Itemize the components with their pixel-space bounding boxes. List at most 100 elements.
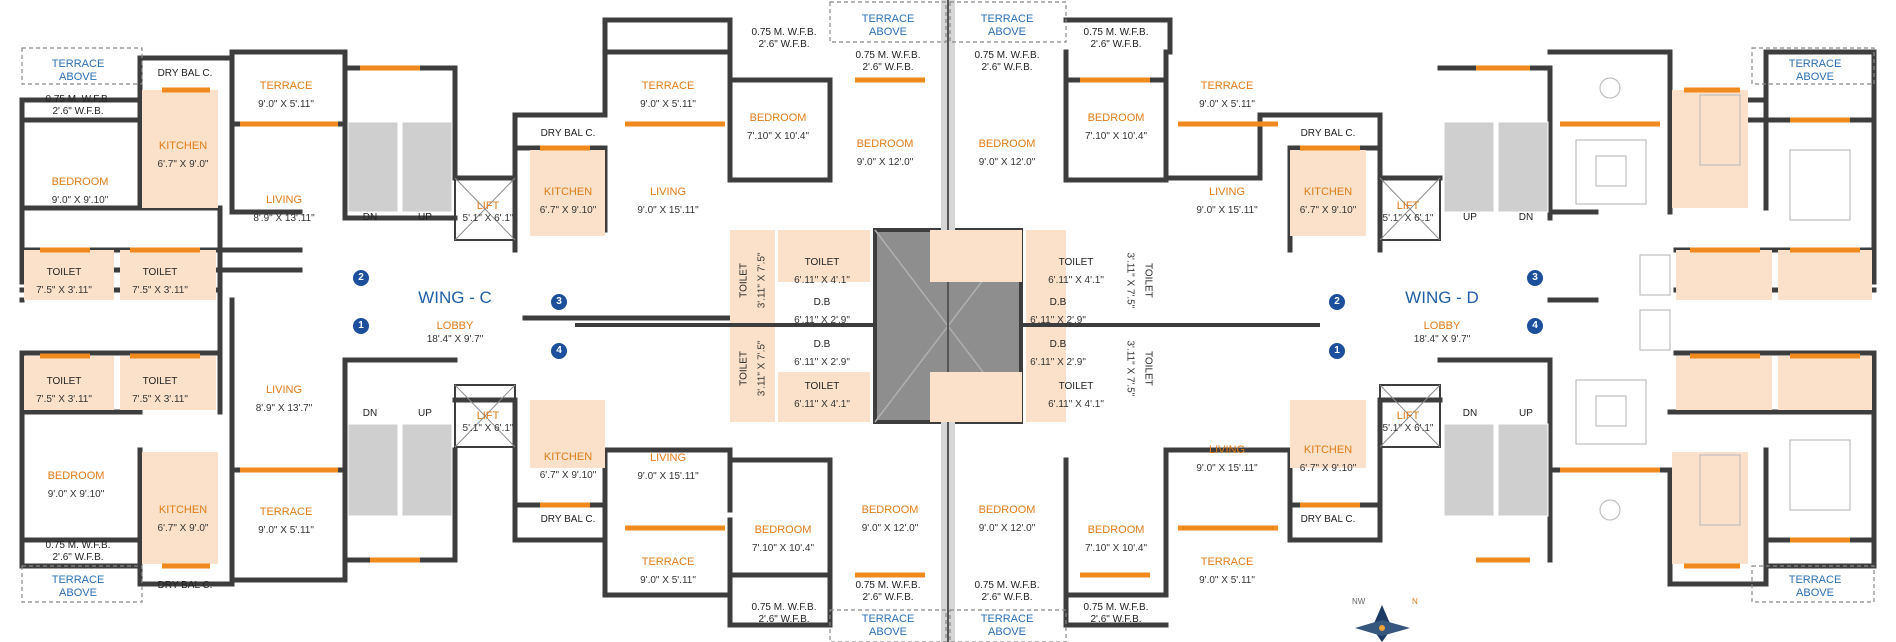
lift-d-lower-name: LIFT (1396, 410, 1420, 422)
central-shaft (873, 0, 1023, 642)
dry-bal-5: DRY BAL C. (1300, 128, 1356, 139)
svg-text:N: N (1412, 597, 1418, 606)
lobby-d-name: LOBBY (1423, 320, 1461, 332)
svg-text:NW: NW (1352, 597, 1366, 606)
stair-d-lower-up: UP (1519, 408, 1533, 419)
furniture-sketch (1575, 77, 1851, 526)
lift-box-c-lower (454, 384, 516, 448)
lift-d-lower-dim: 5'.1" X 6'.1" (1382, 423, 1434, 434)
lift-c-upper-name: LIFT (476, 200, 500, 212)
stair-c-upper-up: UP (418, 212, 432, 223)
lift-box-d-lower (1379, 384, 1441, 448)
stair-c-lower-dn: DN (362, 408, 378, 419)
wing-d-label: WING - D (1405, 288, 1479, 307)
stair-c-upper (347, 121, 453, 213)
lift-box-c-upper (454, 177, 516, 241)
windows-d (1080, 65, 1860, 578)
wfb-label-4: 0.75 M. W.F.B.2'.6" W.F.B. (855, 50, 921, 73)
wing-d-block (1063, 17, 1877, 628)
lift-d-upper-name: LIFT (1396, 200, 1420, 212)
compass-icon: NW N (1352, 597, 1418, 642)
wfb-label-6: 0.75 M. W.F.B.2'.6" W.F.B. (1083, 27, 1149, 50)
wfb-label-3: 0.75 M. W.F.B.2'.6" W.F.B. (751, 27, 817, 50)
lobby-d-number-1: 1 (1329, 343, 1345, 359)
stair-d-lower-dn: DN (1462, 408, 1478, 419)
dry-bal-6: DRY BAL C. (1300, 514, 1356, 525)
dry-bal-1: DRY BAL C. (157, 68, 213, 79)
stair-d-upper-up: UP (1463, 212, 1477, 223)
dry-bal-3: DRY BAL C. (540, 128, 596, 139)
stair-c-lower (347, 423, 453, 517)
wfb-label-2: 0.75 M. W.F.B.2'.6" W.F.B. (45, 540, 111, 563)
wfb-label-1: 0.75 M. W.F.B.2'.6" W.F.B. (45, 94, 111, 117)
lift-c-upper-dim: 5'.1" X 6'.1" (462, 213, 514, 224)
lobby-d-number-2: 2 (1329, 294, 1345, 310)
wing-c-label: WING - C (418, 288, 492, 307)
lobby-c-number-4: 4 (551, 343, 567, 359)
wet-areas-d (930, 90, 1872, 564)
dry-bal-2: DRY BAL C. (157, 580, 213, 591)
wfb-label-8: 0.75 M. W.F.B.2'.6" W.F.B. (974, 580, 1040, 603)
stair-d-upper (1443, 121, 1549, 213)
lift-c-lower-dim: 5'.1" X 6'.1" (462, 423, 514, 434)
lobby-d-number-4: 4 (1527, 318, 1543, 334)
lift-box-d-upper (1379, 177, 1441, 241)
lobby-c-dim: 18'.4" X 9'.7" (426, 334, 484, 345)
lobby-c-number-2: 2 (353, 270, 369, 286)
dry-bal-4: DRY BAL C. (540, 514, 596, 525)
windows-c (40, 65, 925, 578)
stair-c-lower-up: UP (418, 408, 432, 419)
wet-areas-c (24, 90, 870, 564)
lobby-d-number-3: 3 (1527, 270, 1543, 286)
lobby-d-dim: 18'.4" X 9'.7" (1413, 334, 1471, 345)
wfb-label-7: 0.75 M. W.F.B.2'.6" W.F.B. (855, 580, 921, 603)
